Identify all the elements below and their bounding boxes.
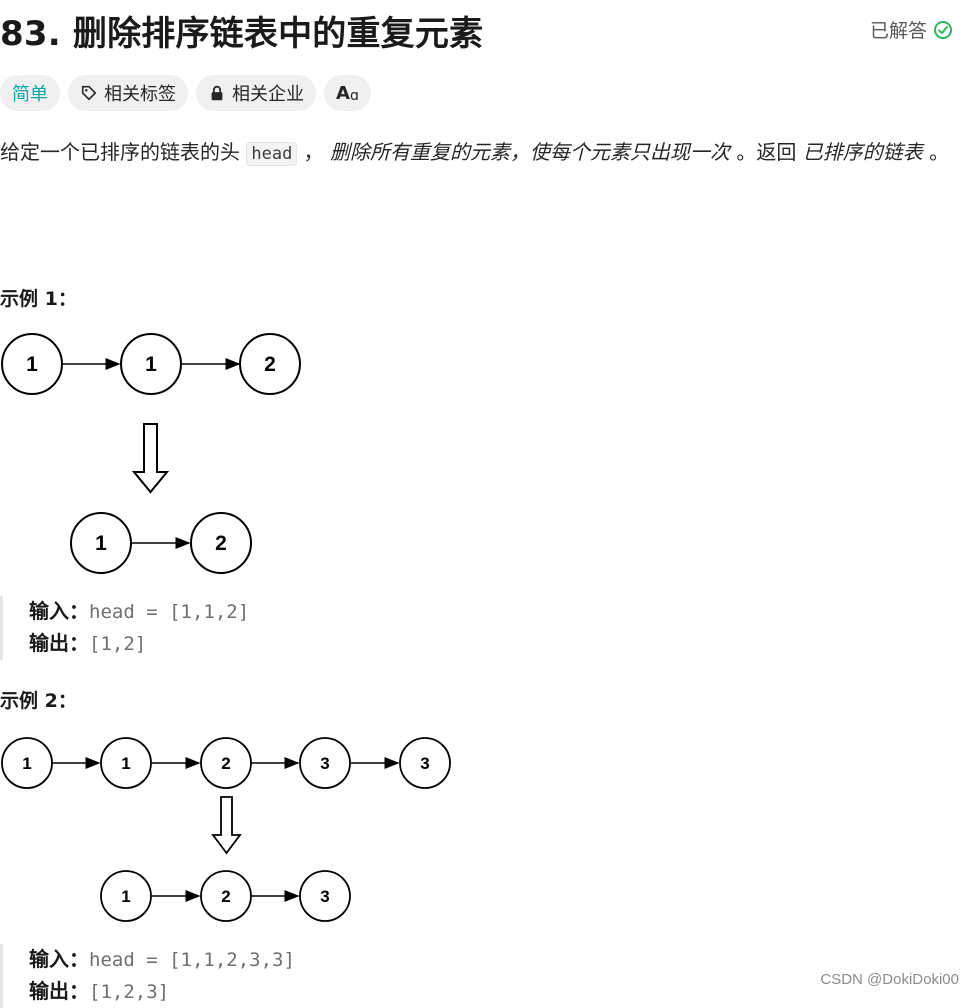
- list-node: 2: [239, 333, 301, 395]
- list-node: 1: [120, 333, 182, 395]
- svg-text:2: 2: [264, 353, 276, 376]
- input-label: 输入：: [29, 947, 89, 971]
- list-node: 3: [299, 737, 351, 789]
- solved-status: 已解答: [870, 16, 953, 43]
- svg-text:1: 1: [95, 532, 107, 555]
- example-2-heading: 示例 2：: [0, 690, 77, 712]
- list-node: 1: [100, 737, 152, 789]
- output-value: [1,2]: [89, 633, 147, 655]
- description-text-4: 。: [922, 140, 950, 164]
- svg-text:1: 1: [26, 353, 38, 376]
- down-arrow-icon: [211, 796, 242, 855]
- example-1-before-list: 1 1 2: [1, 333, 301, 395]
- problem-title: 83. 删除排序链表中的重复元素: [0, 14, 484, 54]
- list-node: 1: [100, 870, 152, 922]
- list-node: 1: [1, 333, 63, 395]
- svg-text:3: 3: [320, 887, 329, 906]
- list-node: 1: [1, 737, 53, 789]
- example-2-after-list: 1 2 3: [100, 870, 351, 922]
- description-text-3: 。返回: [730, 140, 803, 164]
- output-value: [1,2,3]: [89, 981, 170, 1003]
- svg-text:1: 1: [145, 353, 157, 376]
- list-node: 2: [190, 512, 252, 574]
- related-companies-button[interactable]: 相关企业: [196, 75, 316, 111]
- difficulty-badge[interactable]: 简单: [0, 75, 60, 111]
- translate-icon-mark: ɑ: [349, 88, 359, 104]
- output-label: 输出：: [29, 979, 89, 1003]
- lock-icon: [211, 85, 223, 101]
- description-text-1: 给定一个已排序的链表的头: [0, 140, 247, 164]
- description-emphasis-1: 删除所有重复的元素，使每个元素只出现一次: [330, 140, 731, 164]
- down-arrow-icon: [131, 423, 170, 494]
- input-value: head = [1,1,2,3,3]: [89, 949, 295, 971]
- list-node: 1: [70, 512, 132, 574]
- tag-icon: [81, 85, 97, 101]
- svg-text:3: 3: [420, 754, 429, 773]
- list-node: 2: [200, 870, 252, 922]
- svg-text:2: 2: [215, 532, 227, 555]
- related-tags-button[interactable]: 相关标签: [68, 75, 188, 111]
- svg-text:1: 1: [121, 754, 130, 773]
- example-1-heading: 示例 1：: [0, 288, 77, 310]
- translate-button[interactable]: A ɑ: [324, 75, 371, 111]
- inline-code-head: head: [246, 142, 298, 166]
- svg-text:2: 2: [221, 754, 230, 773]
- difficulty-label: 简单: [12, 84, 48, 105]
- input-value: head = [1,1,2]: [89, 601, 250, 623]
- input-label: 输入：: [29, 599, 89, 623]
- example-1-after-list: 1 2: [70, 512, 252, 574]
- description-text-2: ，: [297, 140, 331, 164]
- tag-bar: 简单 相关标签 相关企业 A ɑ: [0, 75, 371, 111]
- example-1-io: 输入：head = [1,1,2] 输出：[1,2]: [0, 596, 249, 660]
- example-1-diagram: 1 1 2 1 2: [1, 333, 301, 574]
- status-label: 已解答: [869, 20, 927, 42]
- check-circle-icon: [934, 20, 952, 39]
- description-emphasis-2: 已排序的链表: [802, 140, 923, 164]
- list-node: 3: [399, 737, 451, 789]
- svg-text:3: 3: [320, 754, 329, 773]
- svg-text:1: 1: [121, 887, 130, 906]
- output-label: 输出：: [29, 631, 89, 655]
- example-2-diagram: 1 1 2 3 3 1 2 3: [1, 737, 451, 922]
- translate-icon: A: [336, 82, 350, 104]
- example-2-before-list: 1 1 2 3 3: [1, 737, 451, 789]
- list-node: 2: [200, 737, 252, 789]
- example-2-io: 输入：head = [1,1,2,3,3] 输出：[1,2,3]: [0, 944, 295, 1008]
- watermark: CSDN @DokiDoki00: [820, 971, 959, 988]
- problem-description: 给定一个已排序的链表的头 head ， 删除所有重复的元素，使每个元素只出现一次…: [0, 136, 960, 170]
- related-tags-label: 相关标签: [104, 84, 176, 105]
- related-companies-label: 相关企业: [232, 84, 304, 105]
- svg-text:2: 2: [221, 887, 230, 906]
- list-node: 3: [299, 870, 351, 922]
- svg-text:1: 1: [22, 754, 31, 773]
